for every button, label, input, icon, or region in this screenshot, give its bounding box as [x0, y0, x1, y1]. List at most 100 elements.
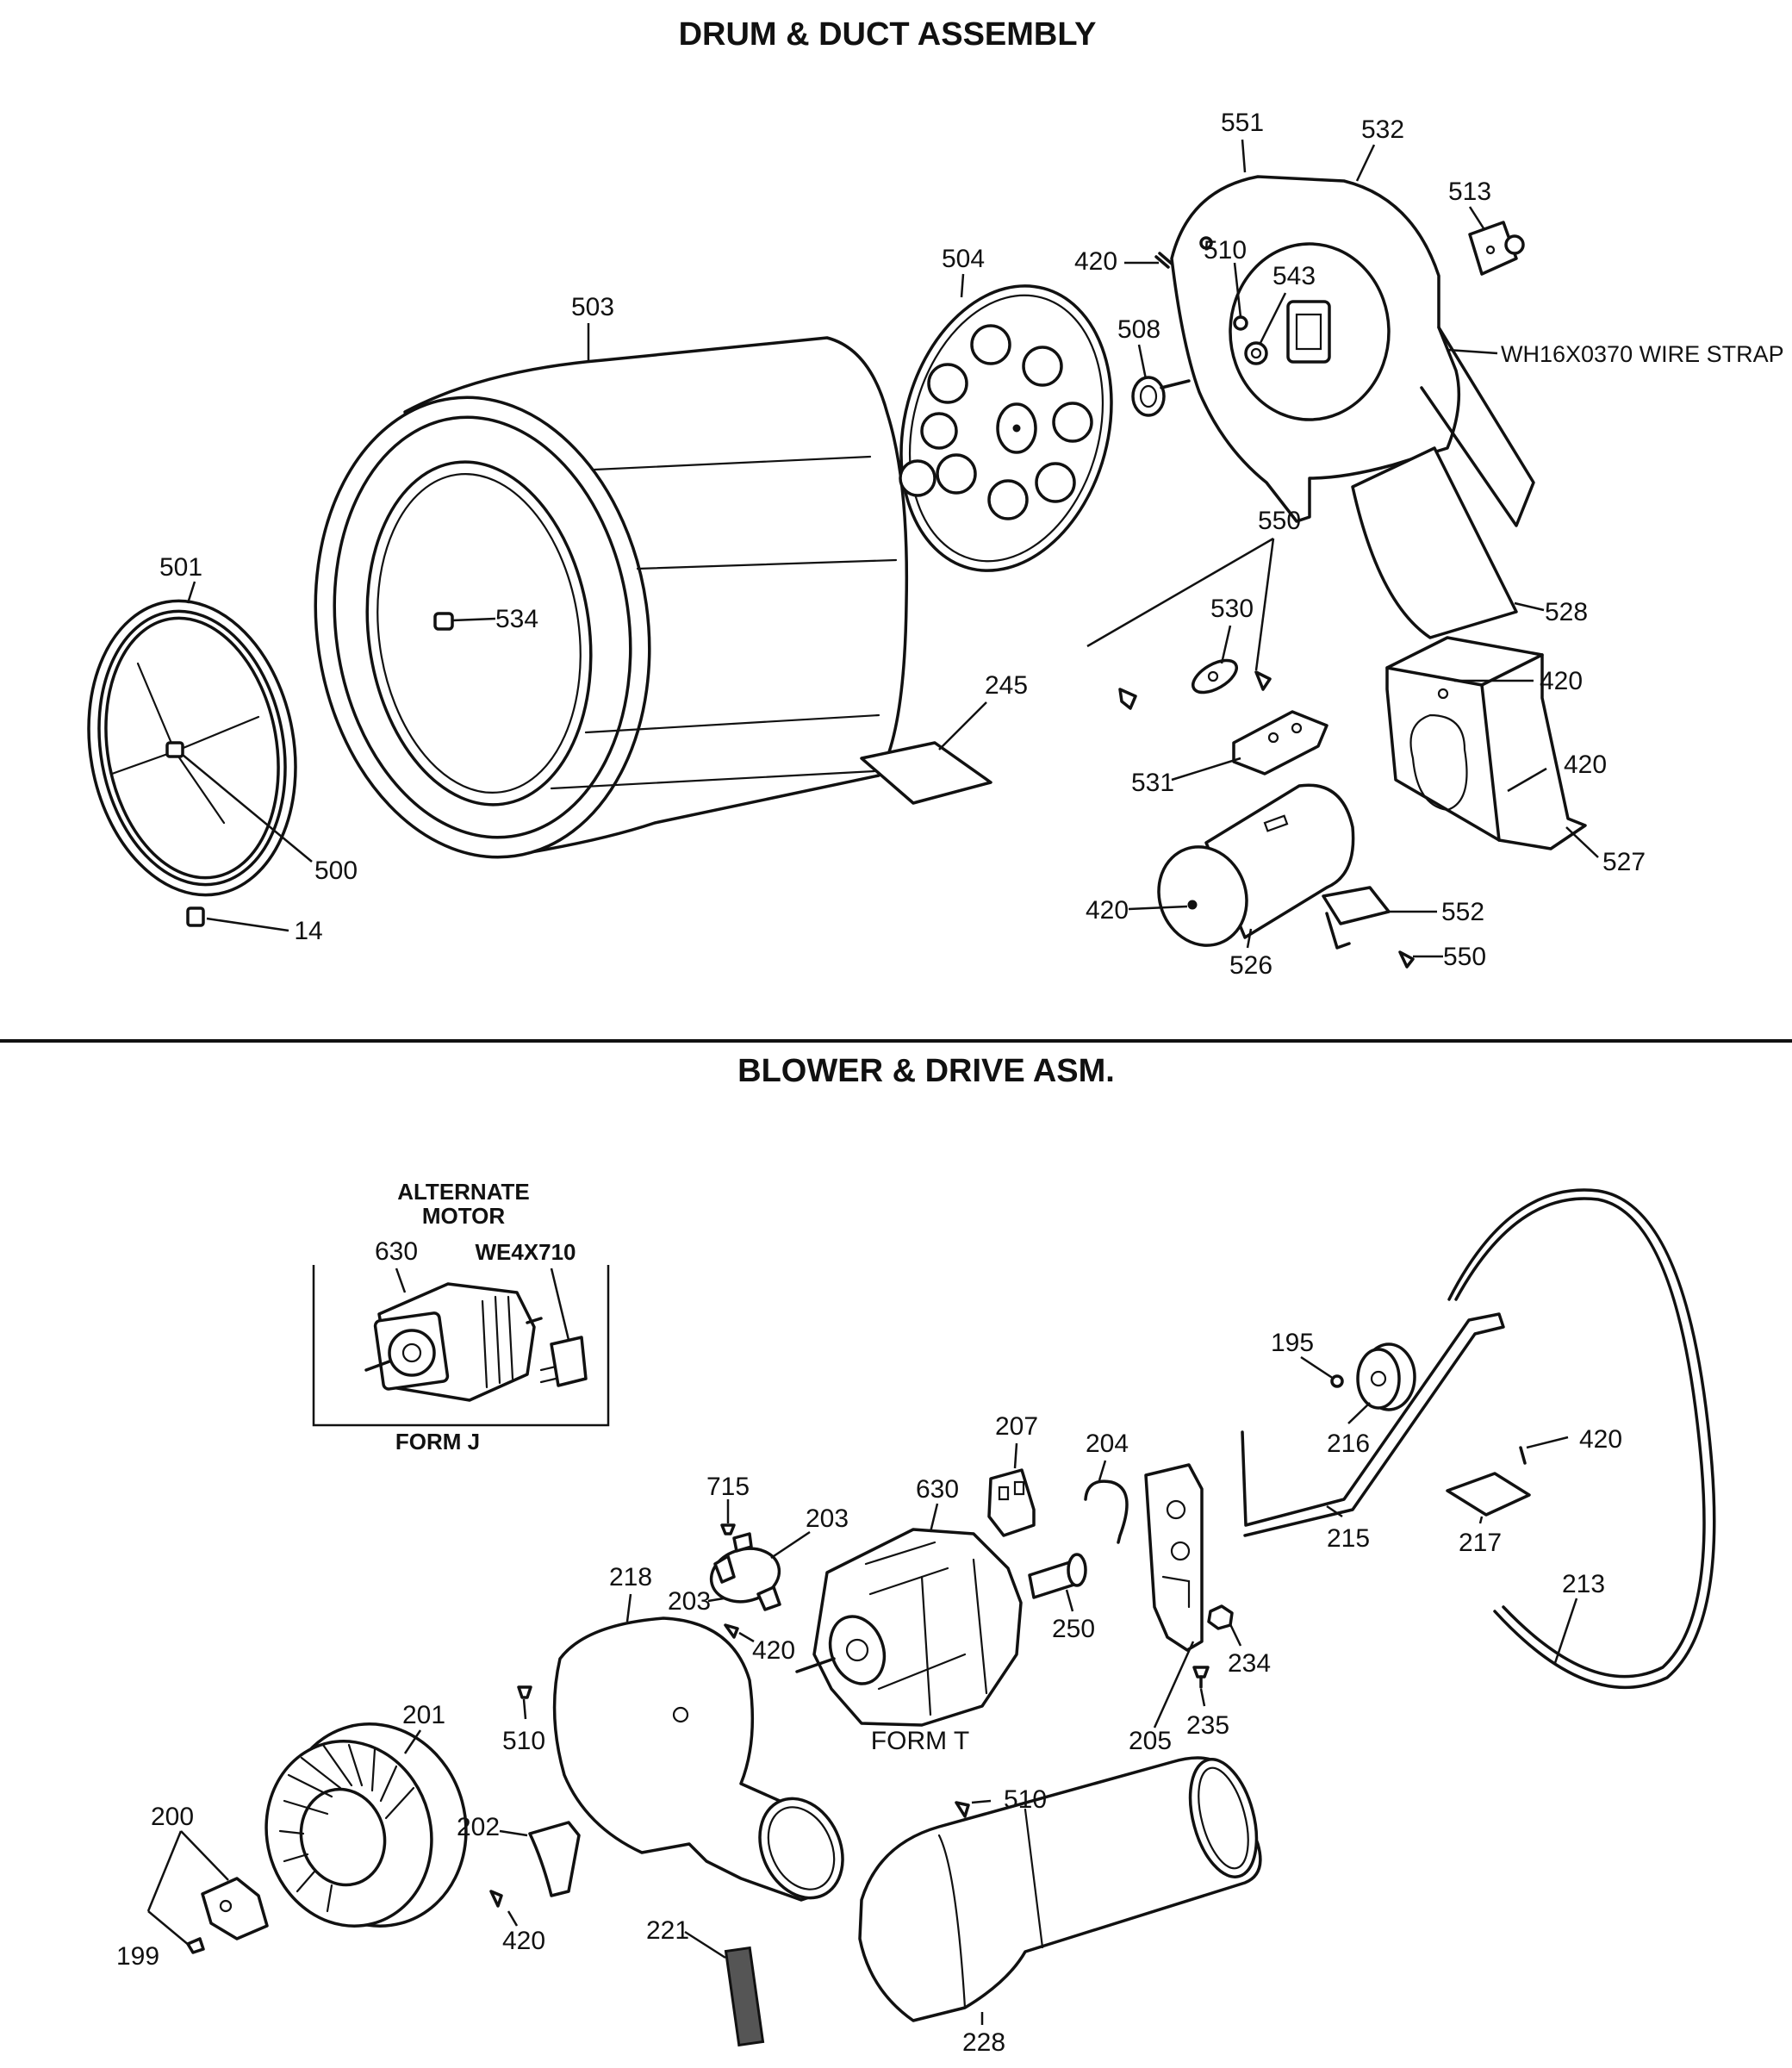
- callout-wire-strap: WH16X0370 WIRE STRAP: [1501, 341, 1784, 367]
- blower-section-title: BLOWER & DRIVE ASM.: [737, 1053, 1115, 1089]
- part-202-baffle: [528, 1821, 581, 1897]
- callout-228: 228: [962, 2028, 1005, 2057]
- callout-235: 235: [1186, 1711, 1229, 1740]
- part-420-screw-b: [724, 1623, 739, 1639]
- part-215-idler-arm: [1241, 1312, 1505, 1537]
- part-199-screw: [186, 1937, 205, 1954]
- callout-420-blower-b: 420: [752, 1636, 795, 1665]
- callout-500: 500: [314, 856, 358, 885]
- callout-234: 234: [1228, 1649, 1271, 1678]
- part-14-clip: [186, 906, 205, 927]
- callout-207: 207: [995, 1412, 1038, 1441]
- part-420-screw-a: [1154, 252, 1173, 269]
- callout-420-blower-c: 420: [502, 1927, 545, 1955]
- callout-203-b: 203: [668, 1587, 711, 1616]
- part-531-bracket: [1232, 710, 1328, 776]
- part-213-belt: [1447, 1188, 1716, 1690]
- callout-201: 201: [402, 1701, 445, 1729]
- part-218-blower-housing: [552, 1616, 844, 1902]
- part-550-screw-b: [1398, 950, 1415, 969]
- form-t-label: FORM T: [871, 1727, 969, 1755]
- part-205-bracket: [1144, 1463, 1204, 1652]
- callout-552: 552: [1441, 898, 1484, 926]
- part-221-seal-strip: [724, 1946, 765, 2047]
- callout-217: 217: [1459, 1529, 1502, 1557]
- callout-245: 245: [985, 671, 1028, 700]
- part-201-blower-wheel: [264, 1722, 468, 1928]
- part-550-screws: [1118, 670, 1272, 710]
- callout-204: 204: [1086, 1430, 1129, 1458]
- callout-420-blower-a: 420: [1579, 1425, 1622, 1454]
- callout-205: 205: [1129, 1727, 1172, 1755]
- callout-534: 534: [495, 605, 538, 633]
- callout-543: 543: [1272, 262, 1316, 290]
- part-204-clip: [1084, 1479, 1129, 1544]
- callout-221: 221: [646, 1916, 689, 1945]
- part-216-idler-pulley: [1356, 1342, 1416, 1411]
- part-245-pad: [860, 741, 992, 805]
- callout-we4x710: WE4X710: [475, 1239, 576, 1265]
- callout-203-a: 203: [806, 1504, 849, 1533]
- part-527-heater-box: [1385, 636, 1587, 850]
- callout-551: 551: [1221, 109, 1264, 137]
- callout-510-blower-b: 510: [1004, 1785, 1047, 1814]
- part-501-seal-ring: [87, 599, 297, 897]
- callout-503: 503: [571, 293, 614, 321]
- drum-section-title: DRUM & DUCT ASSEMBLY: [679, 16, 1097, 53]
- callout-508: 508: [1117, 315, 1160, 344]
- part-228-exhaust-duct: [858, 1756, 1262, 2022]
- callout-550-a: 550: [1258, 507, 1301, 535]
- callout-14: 14: [294, 917, 322, 945]
- callout-501: 501: [159, 553, 202, 582]
- callout-202: 202: [457, 1813, 500, 1841]
- callout-250: 250: [1052, 1615, 1095, 1643]
- alternate-motor-title-1: ALTERNATE: [397, 1179, 530, 1205]
- callout-532: 532: [1361, 115, 1404, 144]
- callout-531: 531: [1131, 769, 1174, 797]
- callout-213: 213: [1562, 1570, 1605, 1598]
- part-195-ring: [1330, 1374, 1344, 1388]
- callout-528: 528: [1545, 598, 1588, 626]
- part-234-nut: [1207, 1604, 1234, 1630]
- part-552-connector: [1322, 886, 1391, 950]
- callout-420-a: 420: [1074, 247, 1117, 276]
- part-526-heater: [1157, 783, 1355, 947]
- part-420-screw-c: [489, 1890, 503, 1908]
- part-200-clip: [201, 1877, 269, 1940]
- part-235-screw: [1192, 1666, 1210, 1689]
- callout-215: 215: [1327, 1524, 1370, 1553]
- form-j-label: FORM J: [395, 1429, 480, 1454]
- callout-420-c: 420: [1564, 751, 1607, 779]
- part-715-screw: [720, 1523, 736, 1535]
- callout-630: 630: [916, 1475, 959, 1504]
- part-503-drum: [314, 336, 909, 859]
- callout-420-d: 420: [1086, 896, 1129, 925]
- blower-callouts: 195 216 420 215 217 213 207 204 715 203 …: [116, 1329, 1622, 2057]
- callout-715: 715: [706, 1473, 750, 1501]
- callout-530: 530: [1210, 595, 1254, 623]
- callout-550-b: 550: [1443, 943, 1486, 971]
- alternate-motor-title-2: MOTOR: [422, 1203, 506, 1229]
- callout-513: 513: [1448, 178, 1491, 206]
- part-530-thermal-fuse: [1192, 658, 1238, 695]
- callout-510-blower-a: 510: [502, 1727, 545, 1755]
- callout-527: 527: [1602, 848, 1646, 876]
- callout-510-a: 510: [1204, 236, 1247, 265]
- part-203-strap: [709, 1532, 781, 1611]
- part-504-drum-back: [899, 284, 1113, 572]
- callout-195: 195: [1271, 1329, 1314, 1357]
- part-513-thermostat: [1468, 221, 1525, 276]
- callout-504: 504: [942, 245, 985, 273]
- callout-630-alt: 630: [375, 1237, 418, 1266]
- callout-526: 526: [1229, 951, 1272, 980]
- part-510-screw-b: [517, 1685, 532, 1699]
- callout-199: 199: [116, 1942, 159, 1971]
- callout-216: 216: [1327, 1430, 1370, 1458]
- part-217-plate: [1446, 1446, 1531, 1517]
- callout-420-b: 420: [1540, 667, 1583, 695]
- callout-218: 218: [609, 1563, 652, 1591]
- part-207-switch: [987, 1468, 1036, 1537]
- part-532-duct-housing: [1170, 175, 1535, 639]
- part-508-bearing: [1131, 376, 1191, 417]
